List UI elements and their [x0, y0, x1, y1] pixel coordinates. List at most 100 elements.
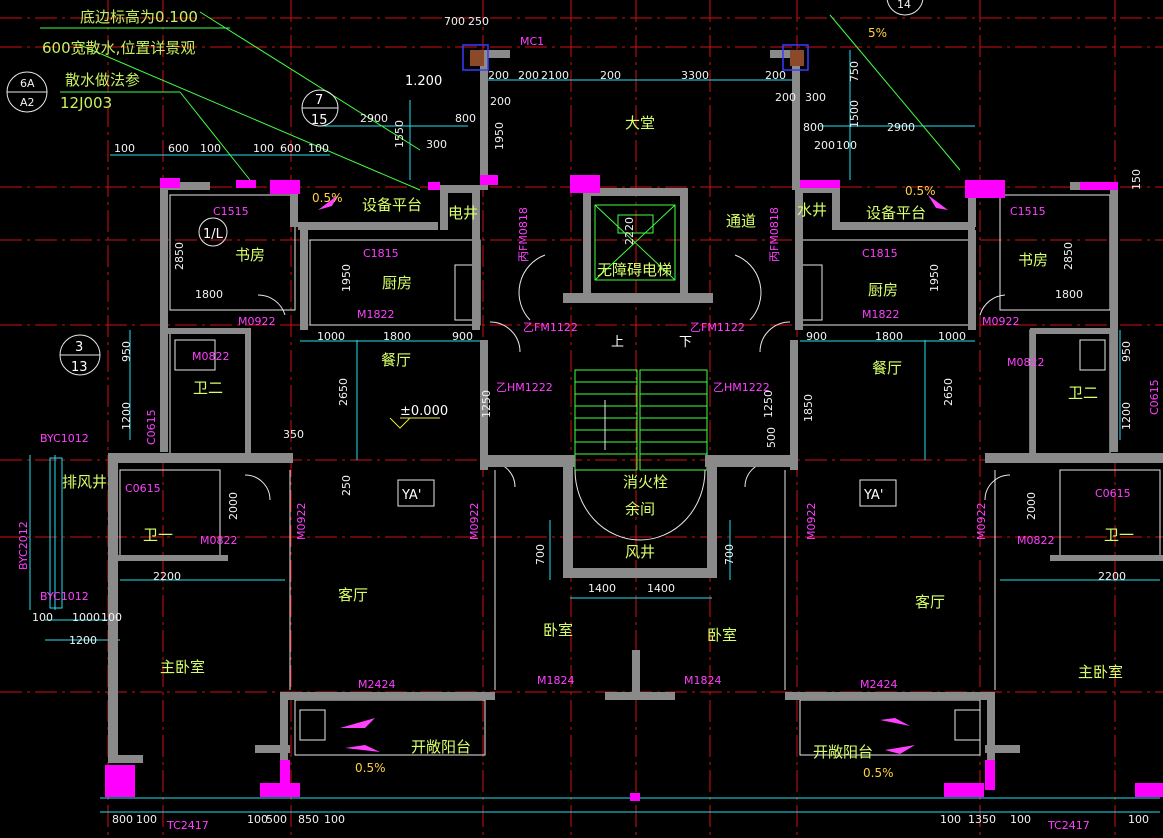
- callout-3-bottom: 13: [71, 360, 88, 375]
- tag-m1822-left: M1822: [357, 308, 395, 321]
- elevator-shaft: [594, 204, 676, 281]
- dim-200-b: 200: [518, 69, 539, 82]
- callout-1-bottom: A2: [20, 96, 35, 109]
- dim-500: 500: [266, 813, 287, 826]
- door-window-tags: MC1 C1515 C1515 C1815 C1815 M1822 M1822 …: [17, 35, 1161, 832]
- dim-100-e: 100: [32, 611, 53, 624]
- room-bedroom-right: 卧室: [707, 626, 737, 644]
- stair: [574, 369, 708, 541]
- dim-800-right: 800: [803, 121, 824, 134]
- tag-tc2417-right: TC2417: [1047, 819, 1090, 832]
- room-bath1-right: 卫一: [1104, 526, 1134, 544]
- tag-m1824-left: M1824: [537, 674, 575, 687]
- room-dining-right: 餐厅: [872, 359, 902, 377]
- dim-200-e: 200: [490, 95, 511, 108]
- tag-c1515-right: C1515: [1010, 205, 1046, 218]
- dim-2900-right: 2900: [887, 121, 915, 134]
- dim-1200-b: 1200: [120, 402, 133, 430]
- tag-m1822-right: M1822: [862, 308, 900, 321]
- dim-2900-left: 2900: [360, 112, 388, 125]
- dim-1000-c: 1000: [72, 611, 100, 624]
- dim-100-k: 100: [1010, 813, 1031, 826]
- dim-1950-b: 1950: [340, 264, 353, 292]
- dim-250: 250: [468, 15, 489, 28]
- room-bath2-right: 卫二: [1068, 384, 1098, 402]
- dim-1800-c: 1800: [383, 330, 411, 343]
- room-kitchen-right: 厨房: [868, 281, 898, 299]
- dim-800-b: 800: [112, 813, 133, 826]
- dimension-texts: 700 250 200 200 2100 200 3300 200 200 20…: [32, 15, 1149, 826]
- room-hydrant: 消火栓: [623, 473, 668, 491]
- dim-500-b: 500: [765, 427, 778, 448]
- columns: [105, 175, 1163, 801]
- dim-100-d: 100: [308, 142, 329, 155]
- room-master-right: 主卧室: [1078, 663, 1123, 681]
- dim-1250-a: 1250: [480, 390, 493, 418]
- room-exhaust: 排风井: [62, 473, 107, 491]
- tag-m0922-living-right: M0922: [805, 503, 818, 541]
- detail-label: 1/L: [203, 227, 224, 242]
- dim-1400-a: 1400: [588, 582, 616, 595]
- walls: [108, 50, 1163, 763]
- dim-200-a: 200: [488, 69, 509, 82]
- tag-m1824-right: M1824: [684, 674, 722, 687]
- room-bedroom-left: 卧室: [543, 621, 573, 639]
- dim-2000-b: 2000: [1025, 492, 1038, 520]
- tag-m0822-a-right: M0822: [1007, 356, 1045, 369]
- tag-m0822-a-left: M0822: [192, 350, 230, 363]
- slope-right: 0.5%: [905, 184, 936, 198]
- dim-2650-b: 2650: [942, 378, 955, 406]
- dim-1800-a: 1800: [195, 288, 223, 301]
- dim-600-a: 600: [168, 142, 189, 155]
- dim-2220: 2220: [623, 217, 636, 245]
- room-air-shaft: 风井: [625, 543, 655, 561]
- room-dining-left: 餐厅: [381, 351, 411, 369]
- dim-700-c: 700: [723, 544, 736, 565]
- leader-lines: [40, 11, 961, 429]
- dim-950-b: 950: [1120, 341, 1133, 362]
- dim-3300: 3300: [681, 69, 709, 82]
- dim-200-d: 200: [765, 69, 786, 82]
- tag-zfm1122-right: 乙FM1122: [690, 321, 745, 334]
- dim-1800-d: 1800: [875, 330, 903, 343]
- tag-m0822-b-right: M0822: [1017, 534, 1055, 547]
- slope-top: 5%: [868, 26, 887, 40]
- tag-c1815-left: C1815: [363, 247, 399, 260]
- slope-arrows: [318, 195, 948, 754]
- dim-2200-b: 2200: [1098, 570, 1126, 583]
- dim-1850: 1850: [802, 394, 815, 422]
- dim-1000-a: 1000: [317, 330, 345, 343]
- dim-1350: 1350: [968, 813, 996, 826]
- dim-700: 700: [444, 15, 465, 28]
- tag-c0615-vert-left: C0615: [145, 409, 158, 445]
- dim-850: 850: [298, 813, 319, 826]
- dim-600-b: 600: [280, 142, 301, 155]
- slope-balcony-left: 0.5%: [355, 761, 386, 775]
- room-equip-right: 设备平台: [866, 204, 926, 222]
- note-apron-method: 散水做法参: [65, 71, 140, 89]
- tag-m0922-right: M0922: [982, 315, 1020, 328]
- tag-fm0818-left: 丙FM0818: [517, 207, 530, 262]
- tag-m0922-bed-right: M0922: [975, 503, 988, 541]
- dim-100-j: 100: [940, 813, 961, 826]
- tag-c0615-vert-right: C0615: [1148, 379, 1161, 415]
- room-kitchen-left: 厨房: [382, 274, 412, 292]
- dim-2100: 2100: [541, 69, 569, 82]
- tag-m0822-b-left: M0822: [200, 534, 238, 547]
- tag-m2424-right: M2424: [860, 678, 898, 691]
- room-remaining: 余间: [625, 500, 655, 518]
- level-1200: 1.200: [405, 74, 442, 89]
- dim-300: 300: [805, 91, 826, 104]
- tag-m0922-bed-left: M0922: [295, 503, 308, 541]
- tag-tc2417-left: TC2417: [166, 819, 209, 832]
- dim-200-g: 200: [814, 139, 835, 152]
- dim-200-c: 200: [600, 69, 621, 82]
- dim-1950-a: 1950: [493, 122, 506, 150]
- dim-1950-c: 1950: [928, 264, 941, 292]
- dim-1400-b: 1400: [647, 582, 675, 595]
- dim-750: 750: [848, 61, 861, 82]
- dim-1250-b: 1250: [762, 390, 775, 418]
- room-living-left: 客厅: [338, 586, 368, 604]
- tag-c1515-left: C1515: [213, 205, 249, 218]
- dim-100-r: 100: [836, 139, 857, 152]
